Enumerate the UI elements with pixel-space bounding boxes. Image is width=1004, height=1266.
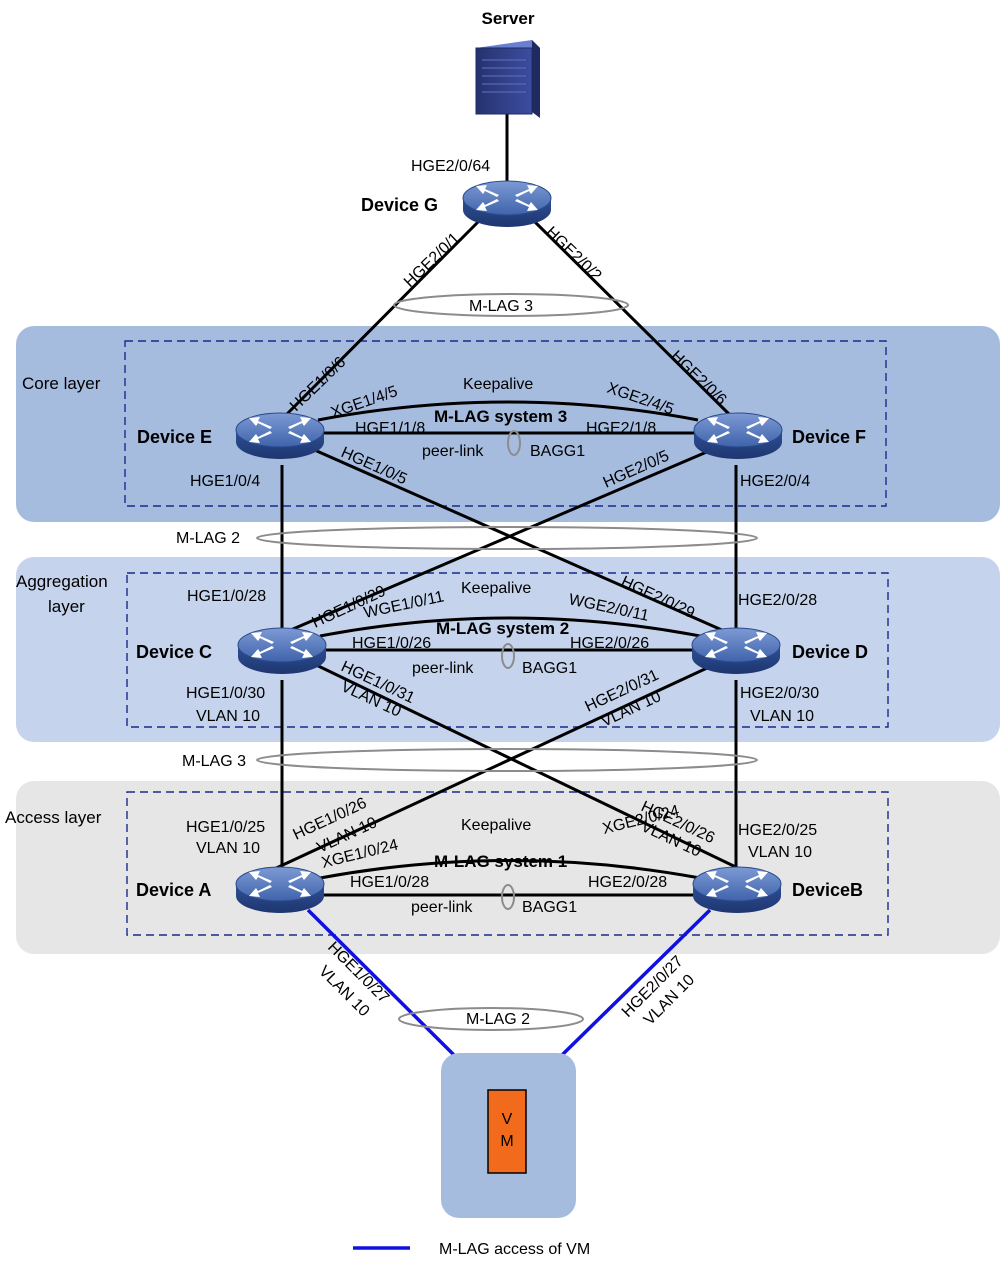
server-label: Server [482,9,535,28]
access-mlag-boundary [126,791,889,936]
mlag-label-top: M-LAG 3 [469,298,533,315]
port-c-down: HGE1/0/30 [186,685,265,702]
port-e-peer: HGE1/1/8 [355,420,425,437]
mlag-system-2: M-LAG system 2 [436,619,569,638]
peer-link-ring-access [501,884,515,910]
port-d-peer: HGE2/0/26 [570,635,649,652]
bagg-agg: BAGG1 [522,660,577,677]
port-server: HGE2/0/64 [411,158,490,175]
device-b-icon[interactable] [692,866,782,914]
peer-link-access: peer-link [411,899,473,916]
port-c-up: HGE1/0/28 [187,588,266,605]
aggregation-mlag-boundary [126,572,889,728]
mlag-ellipse-top [393,293,629,317]
bagg-access: BAGG1 [522,899,577,916]
core-layer-label: Core layer [22,374,101,393]
device-g-icon[interactable] [462,180,552,228]
device-e-label: Device E [137,427,212,447]
aggregation-layer-label-2: layer [48,597,85,616]
device-c-icon[interactable] [237,627,327,675]
keepalive-agg: Keepalive [461,580,531,597]
device-d-label: Device D [792,642,868,662]
port-b-peer: HGE2/0/28 [588,874,667,891]
mlag-system-3: M-LAG system 3 [434,407,567,426]
device-b-label: DeviceB [792,880,863,900]
device-a-icon[interactable] [235,866,325,914]
aggregation-layer-label-1: Aggregation [16,572,108,591]
port-f-down: HGE2/0/4 [740,473,810,490]
mlag-label-core-agg: M-LAG 2 [176,530,240,547]
bagg-core: BAGG1 [530,443,585,460]
vm-label-line2: M [500,1133,513,1150]
vm-box[interactable] [487,1089,527,1174]
links [271,114,743,1057]
port-a-up: HGE1/0/25 [186,819,265,836]
port-g-right: HGE2/0/2 [542,224,604,285]
device-f-label: Device F [792,427,866,447]
vm-label-line1: V [502,1111,513,1128]
mlag-label-agg-access: M-LAG 3 [182,753,246,770]
peer-link-ring-agg [501,643,515,669]
port-a-peer: HGE1/0/28 [350,874,429,891]
mlag-ellipse-vm [398,1007,584,1031]
core-layer-band [16,326,1000,522]
vlan-b-up: VLAN 10 [748,844,812,861]
core-mlag-boundary [124,340,887,507]
port-d-down: HGE2/0/30 [740,685,819,702]
device-a-label: Device A [136,880,211,900]
device-d-icon[interactable] [691,627,781,675]
peer-link-core: peer-link [422,443,484,460]
port-f-peer: HGE2/1/8 [586,420,656,437]
access-layer-label: Access layer [5,808,102,827]
port-c-peer: HGE1/0/26 [352,635,431,652]
peer-link-agg: peer-link [412,660,474,677]
mlag-system-1: M-LAG system 1 [434,852,567,871]
device-g-label: Device G [361,195,438,215]
vlan-a-up: VLAN 10 [196,840,260,857]
keepalive-access: Keepalive [461,817,531,834]
device-c-label: Device C [136,642,212,662]
keepalive-core: Keepalive [463,376,533,393]
mlag-label-vm: M-LAG 2 [466,1011,530,1028]
vlan-c-down: VLAN 10 [196,708,260,725]
port-b-up: HGE2/0/25 [738,822,817,839]
device-f-icon[interactable] [693,412,783,460]
legend-label: M-LAG access of VM [439,1241,590,1258]
vlan-d-down: VLAN 10 [750,708,814,725]
mlag-ellipse-agg-access [256,748,758,772]
port-e-down: HGE1/0/4 [190,473,260,490]
mlag-ellipse-core-agg [256,526,758,550]
peer-link-ring-core [507,430,521,456]
server-icon[interactable] [475,40,540,118]
device-e-icon[interactable] [235,412,325,460]
port-g-left: HGE2/0/1 [401,230,463,291]
port-d-up: HGE2/0/28 [738,592,817,609]
